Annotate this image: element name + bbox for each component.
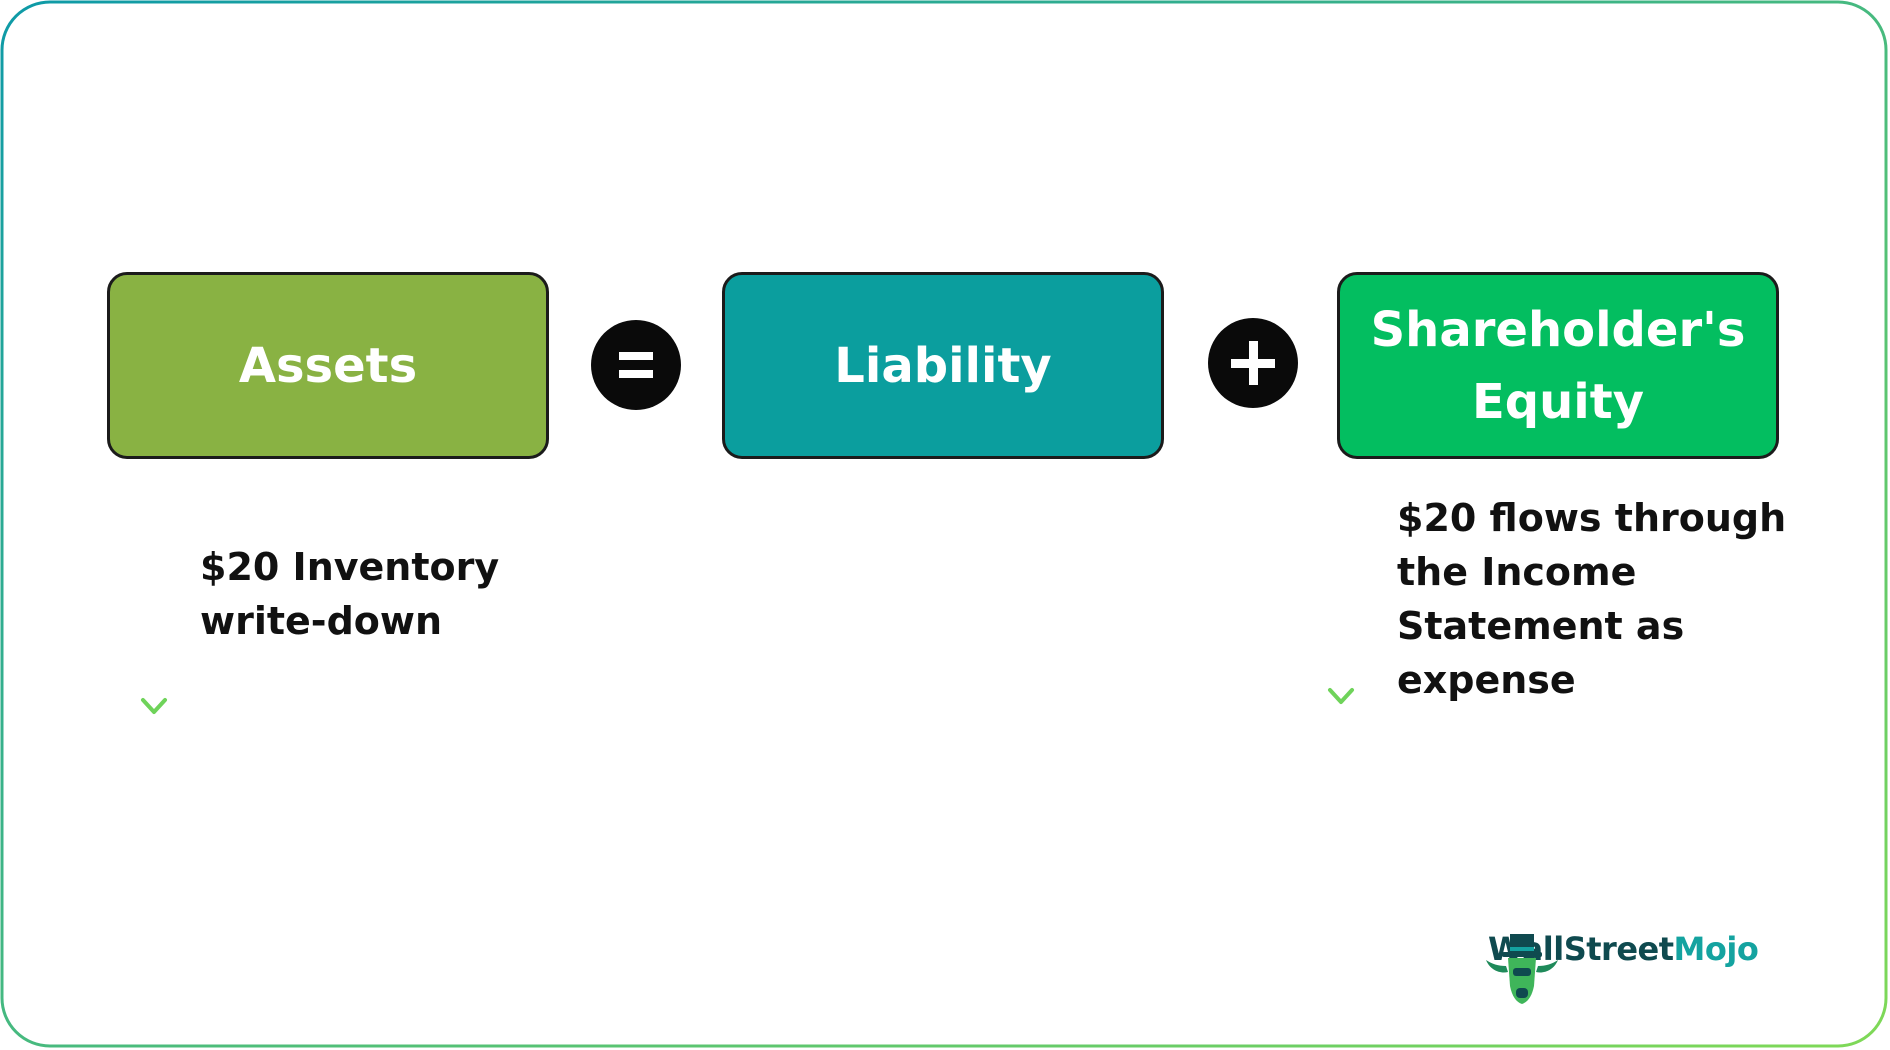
assets-down-arrow	[141, 497, 167, 714]
assets-label: Assets	[238, 337, 418, 394]
plus-operator	[1208, 318, 1298, 408]
brand-logo: WallStreetMojo	[1480, 930, 1759, 1004]
liability-label: Liability	[834, 337, 1052, 394]
equity-down-arrow	[1328, 487, 1354, 704]
assets-note: $20 Inventory write-down	[200, 545, 500, 643]
brand-name-part2: Mojo	[1673, 930, 1759, 968]
brand-name: WallStreetMojo	[1488, 930, 1759, 968]
plus-icon	[1231, 341, 1275, 385]
equity-box: Shareholder's Equity	[1337, 272, 1779, 459]
equals-operator	[591, 320, 681, 410]
assets-box: Assets	[107, 272, 549, 459]
equity-note: $20 flows through the Income Statement a…	[1397, 496, 1787, 702]
equals-icon	[619, 352, 653, 378]
equity-label: Shareholder's Equity	[1370, 301, 1746, 430]
liability-box: Liability	[722, 272, 1164, 459]
bull-with-hat-icon	[1486, 934, 1558, 1004]
